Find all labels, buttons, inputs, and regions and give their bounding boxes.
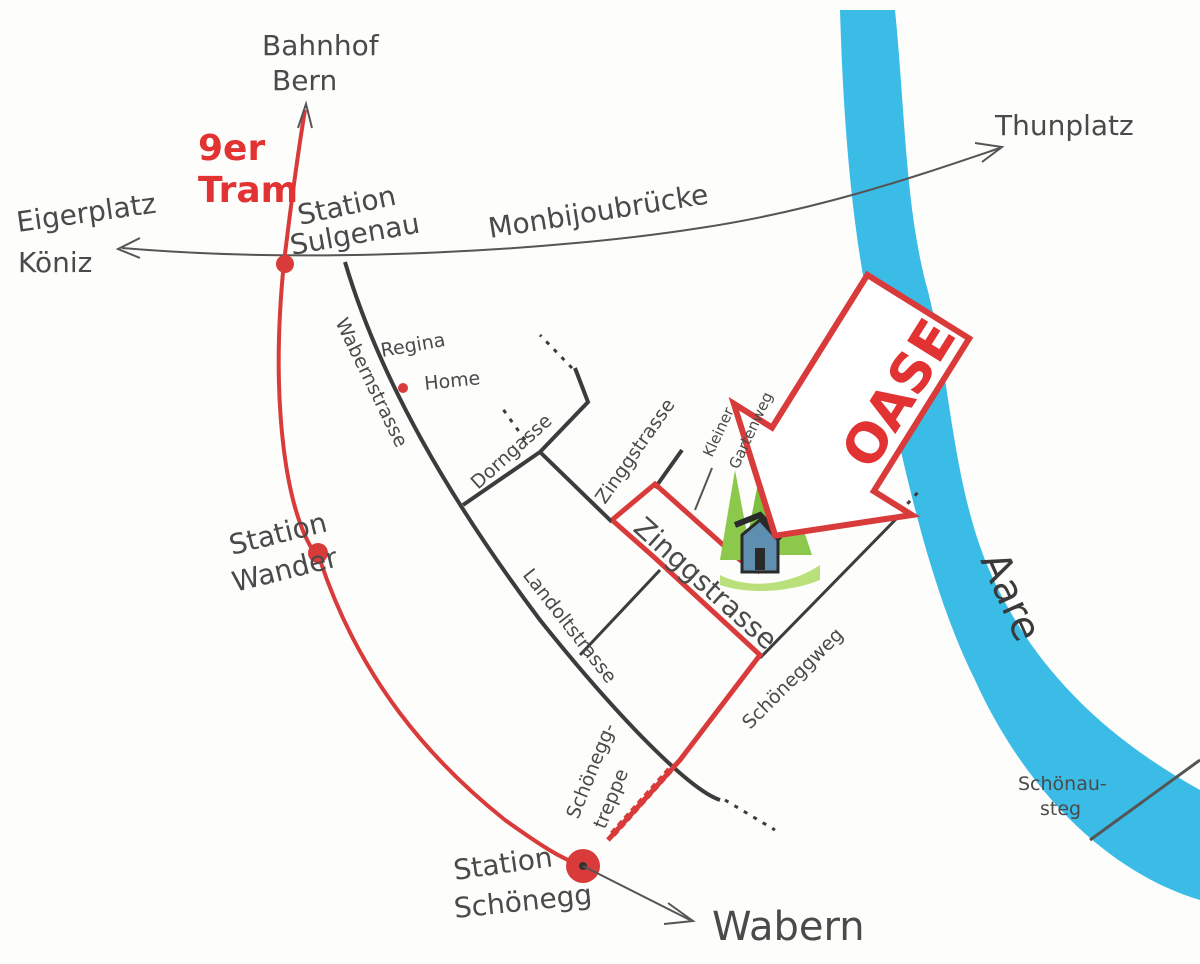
tram-label-2: Tram [198, 170, 298, 211]
arrow-up-bahnhof [297, 100, 313, 129]
monbijoubruecke-label: Monbijoubrücke [486, 178, 711, 245]
regina-label: Regina [379, 329, 447, 362]
road-to-wabern [582, 865, 691, 921]
arrow-left-eigerplatz [115, 237, 141, 259]
schoenegg-treppe-dashed [609, 767, 673, 838]
landoltstrasse-road [578, 568, 662, 657]
schoenegg-label: Schönegg [452, 878, 593, 925]
station-schoenegg-label: Station [451, 840, 554, 887]
schoeneggweg-dashed [898, 488, 922, 514]
zinggstrasse-top-road [538, 450, 614, 524]
monbijoubruecke-road [121, 147, 1001, 257]
wabernstrasse-dashed [724, 798, 776, 832]
zinggstrasse-upper-road [653, 448, 684, 490]
bahnhof-label: Bahnhof [262, 29, 380, 62]
steg-label: steg [1040, 798, 1081, 820]
schoenausteg-label: Schönau- [1018, 773, 1107, 795]
dorngasse-dashed-mid [498, 404, 527, 441]
kleiner-gartenweg-arrow [694, 467, 713, 511]
aare-river-body [840, 10, 1200, 900]
regina-home-dot [398, 383, 408, 393]
arrow-right-thunplatz [974, 142, 1005, 163]
tram-label: 9er [198, 128, 265, 169]
bern-label: Bern [272, 64, 337, 97]
oase-arrow [728, 270, 974, 540]
station-wander-dot [308, 543, 328, 563]
home-label: Home [423, 367, 481, 395]
thunplatz-label: Thunplatz [994, 109, 1134, 142]
schoenausteg-bridge [1089, 758, 1200, 842]
dorngasse-dashed-top [538, 333, 574, 370]
wabern-label: Wabern [712, 904, 865, 950]
dorngasse-road [461, 367, 591, 507]
schoeneggweg-road [758, 513, 902, 660]
arrow-wabern [663, 902, 696, 925]
eigerplatz-label: Eigerplatz [14, 187, 158, 239]
station-sulgenau-dot [276, 255, 294, 273]
koeniz-label: Köniz [18, 246, 92, 279]
